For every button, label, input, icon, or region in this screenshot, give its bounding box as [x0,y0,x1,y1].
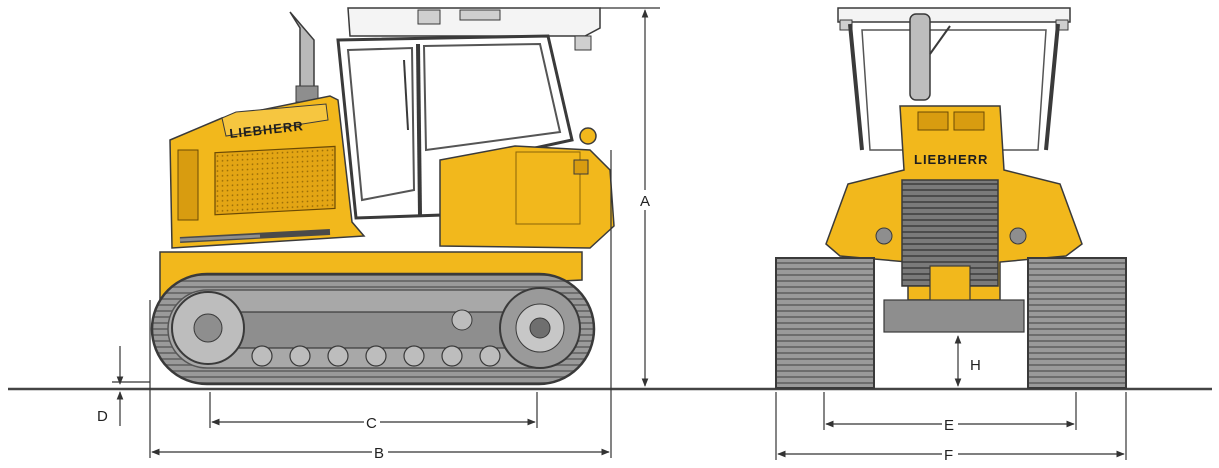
dim-label-f: F [944,447,953,464]
front-left-track [775,257,875,389]
dim-label-c: C [366,415,377,432]
rear-fender [439,145,615,249]
dim-label-e: E [944,417,954,434]
bottom-rollers [251,345,501,367]
dim-label-b: B [374,445,384,462]
front-brand-text: LIEBHERR [914,152,988,167]
side-grille [214,145,336,216]
dim-label-d: D [97,408,108,425]
side-view: LIEBHERR [150,7,615,386]
front-cab-roof [837,7,1071,23]
front-view: LIEBHERR [775,7,1127,389]
front-exhaust [909,13,931,101]
dim-label-a: A [640,193,650,210]
cab-roof [347,7,601,37]
front-right-track [1027,257,1127,389]
dim-label-h: H [970,357,981,374]
